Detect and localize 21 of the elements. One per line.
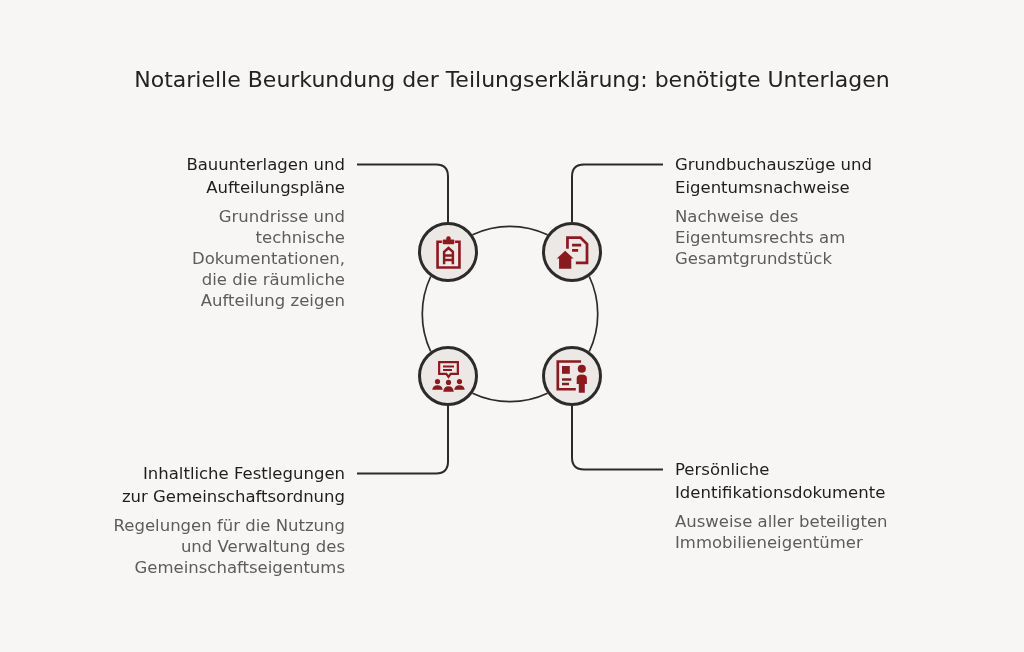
node-description: Ausweise aller beteiligten Immobilieneigentümer — [675, 511, 889, 553]
ring-arc — [421, 275, 432, 353]
node-heading: Grundbuchauszüge und Eigentumsnachweise — [675, 154, 873, 199]
leader-line — [571, 163, 664, 223]
node-heading: Persönliche Identifikationsdokumente — [675, 459, 887, 504]
node-heading: Bauunterlagen und Aufteilungspläne — [185, 154, 345, 199]
node-description: Grundrisse und technische Dokumentationen, die die räumliche Aufteilung zeigen — [190, 206, 345, 311]
diagram-title: Notarielle Beurkundung der Teilungserklärung: benötigte Unterlagen — [134, 66, 890, 94]
node-description: Nachweise des Eigentumsrechts am Gesamtgrundstück — [675, 206, 847, 269]
leader-line — [356, 163, 449, 223]
ring-arc — [471, 225, 549, 236]
node-heading: Inhaltliche Festlegungen zur Gemeinschaftsordnung — [120, 463, 345, 508]
icon-circle — [542, 346, 602, 406]
leader-line — [356, 405, 449, 475]
ring-arc — [471, 392, 549, 403]
leader-line — [571, 405, 664, 471]
icon-circle — [418, 222, 478, 282]
icon-circle — [542, 222, 602, 282]
ring-arc — [588, 275, 599, 353]
node-description: Regelungen für die Nutzung und Verwaltung des Gemeinschaftseigentums — [112, 515, 345, 578]
icon-circle — [418, 346, 478, 406]
